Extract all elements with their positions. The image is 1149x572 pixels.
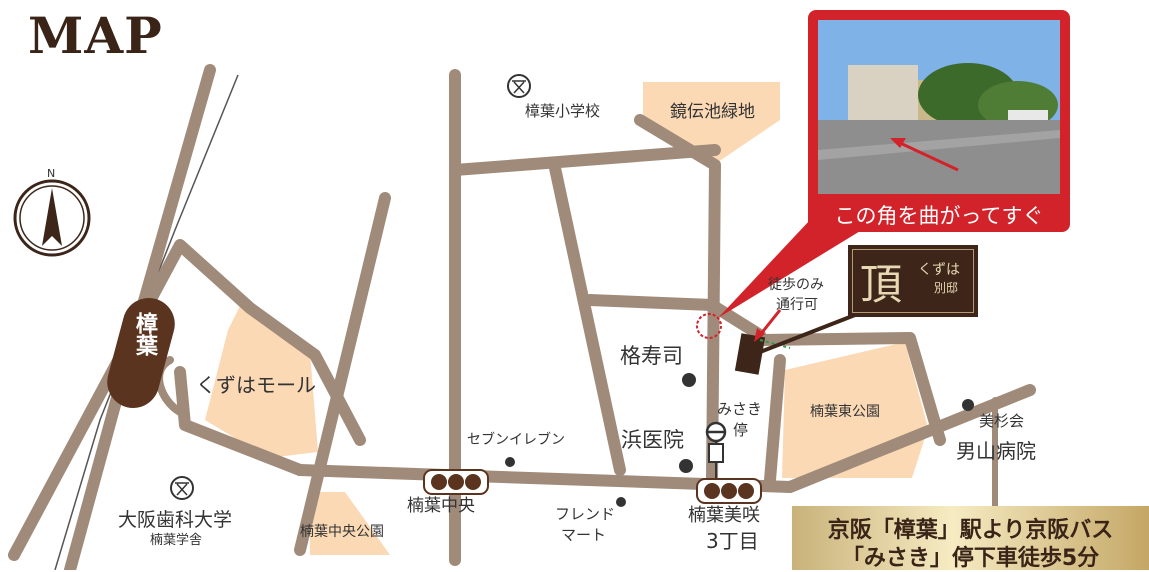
access-line-1: 京阪「樟葉」駅より京阪バス: [827, 518, 1114, 543]
traffic-light-chuo-icon: [423, 469, 489, 495]
green-area: [643, 82, 780, 162]
walkway-path: [759, 339, 791, 349]
mart-label-2: マート: [561, 526, 607, 544]
corner-photo-box: この角を曲がってすぐ: [808, 10, 1070, 232]
sushi-dot-icon: [682, 373, 696, 387]
corner-marker: [696, 313, 722, 339]
compass-label: N: [47, 167, 56, 180]
misugi-label: 美杉会: [979, 412, 1025, 430]
brand-kanji: 頂: [860, 260, 903, 309]
university-sub-label: 楠葉学舎: [150, 533, 203, 548]
bus-stop-icon: [705, 421, 727, 478]
mikusa-label-2: 3丁目: [706, 529, 759, 553]
chuo-park-area: [310, 492, 390, 555]
mikusa-label-1: 楠葉美咲: [688, 505, 760, 526]
station-pill: [107, 298, 175, 408]
chuo-park-label: 楠葉中央公園: [300, 524, 384, 540]
misaki-label-1: みさき: [717, 400, 763, 418]
hama-label: 浜医院: [621, 428, 684, 452]
east-park-label: 楠葉東公園: [810, 404, 880, 420]
brand-logo: 頂 くずは 別邸: [848, 245, 978, 317]
misugi-dot-icon: [962, 399, 974, 411]
chuo-label: 楠葉中央: [407, 496, 475, 516]
corner-photo: [818, 20, 1060, 194]
sushi-label: 格寿司: [620, 344, 683, 368]
walk-label-2: 通行可: [776, 297, 818, 313]
photo-callout: [718, 220, 870, 318]
seven-dot-icon: [505, 457, 515, 467]
map-title: MAP: [28, 6, 163, 65]
destination-building: [734, 333, 766, 375]
school-label: 樟葉小学校: [525, 102, 601, 120]
north-compass-icon: [13, 179, 91, 257]
hospital-label: 男山病院: [956, 439, 1036, 463]
photo-caption: この角を曲がってすぐ: [834, 204, 1044, 228]
mart-dot-icon: [616, 497, 626, 507]
mall-label: くずはモール: [196, 373, 316, 397]
brand-sub2: 別邸: [934, 281, 959, 295]
brand-pointer: [759, 313, 856, 354]
university-label: 大阪歯科大学: [118, 509, 233, 531]
traffic-light-mikusa-icon: [696, 478, 762, 504]
misaki-label-2: 停: [733, 421, 749, 439]
station-label: 樟葉: [132, 312, 157, 356]
walk-arrow-icon: [758, 309, 782, 336]
school-icon: [507, 74, 531, 98]
brand-sub: くずは: [918, 262, 960, 278]
seven-label: セブンイレブン: [467, 432, 565, 448]
hama-dot-icon: [679, 459, 693, 473]
mart-label-1: フレンド: [555, 505, 616, 523]
walk-label-1: 徒歩のみ: [768, 277, 824, 293]
university-icon: [170, 476, 194, 500]
green-label: 鏡伝池緑地: [670, 102, 755, 122]
access-banner: 京阪「樟葉」駅より京阪バス 「みさき」停下車徒歩5分: [792, 506, 1149, 571]
access-line-2: 「みさき」停下車徒歩5分: [841, 546, 1100, 571]
